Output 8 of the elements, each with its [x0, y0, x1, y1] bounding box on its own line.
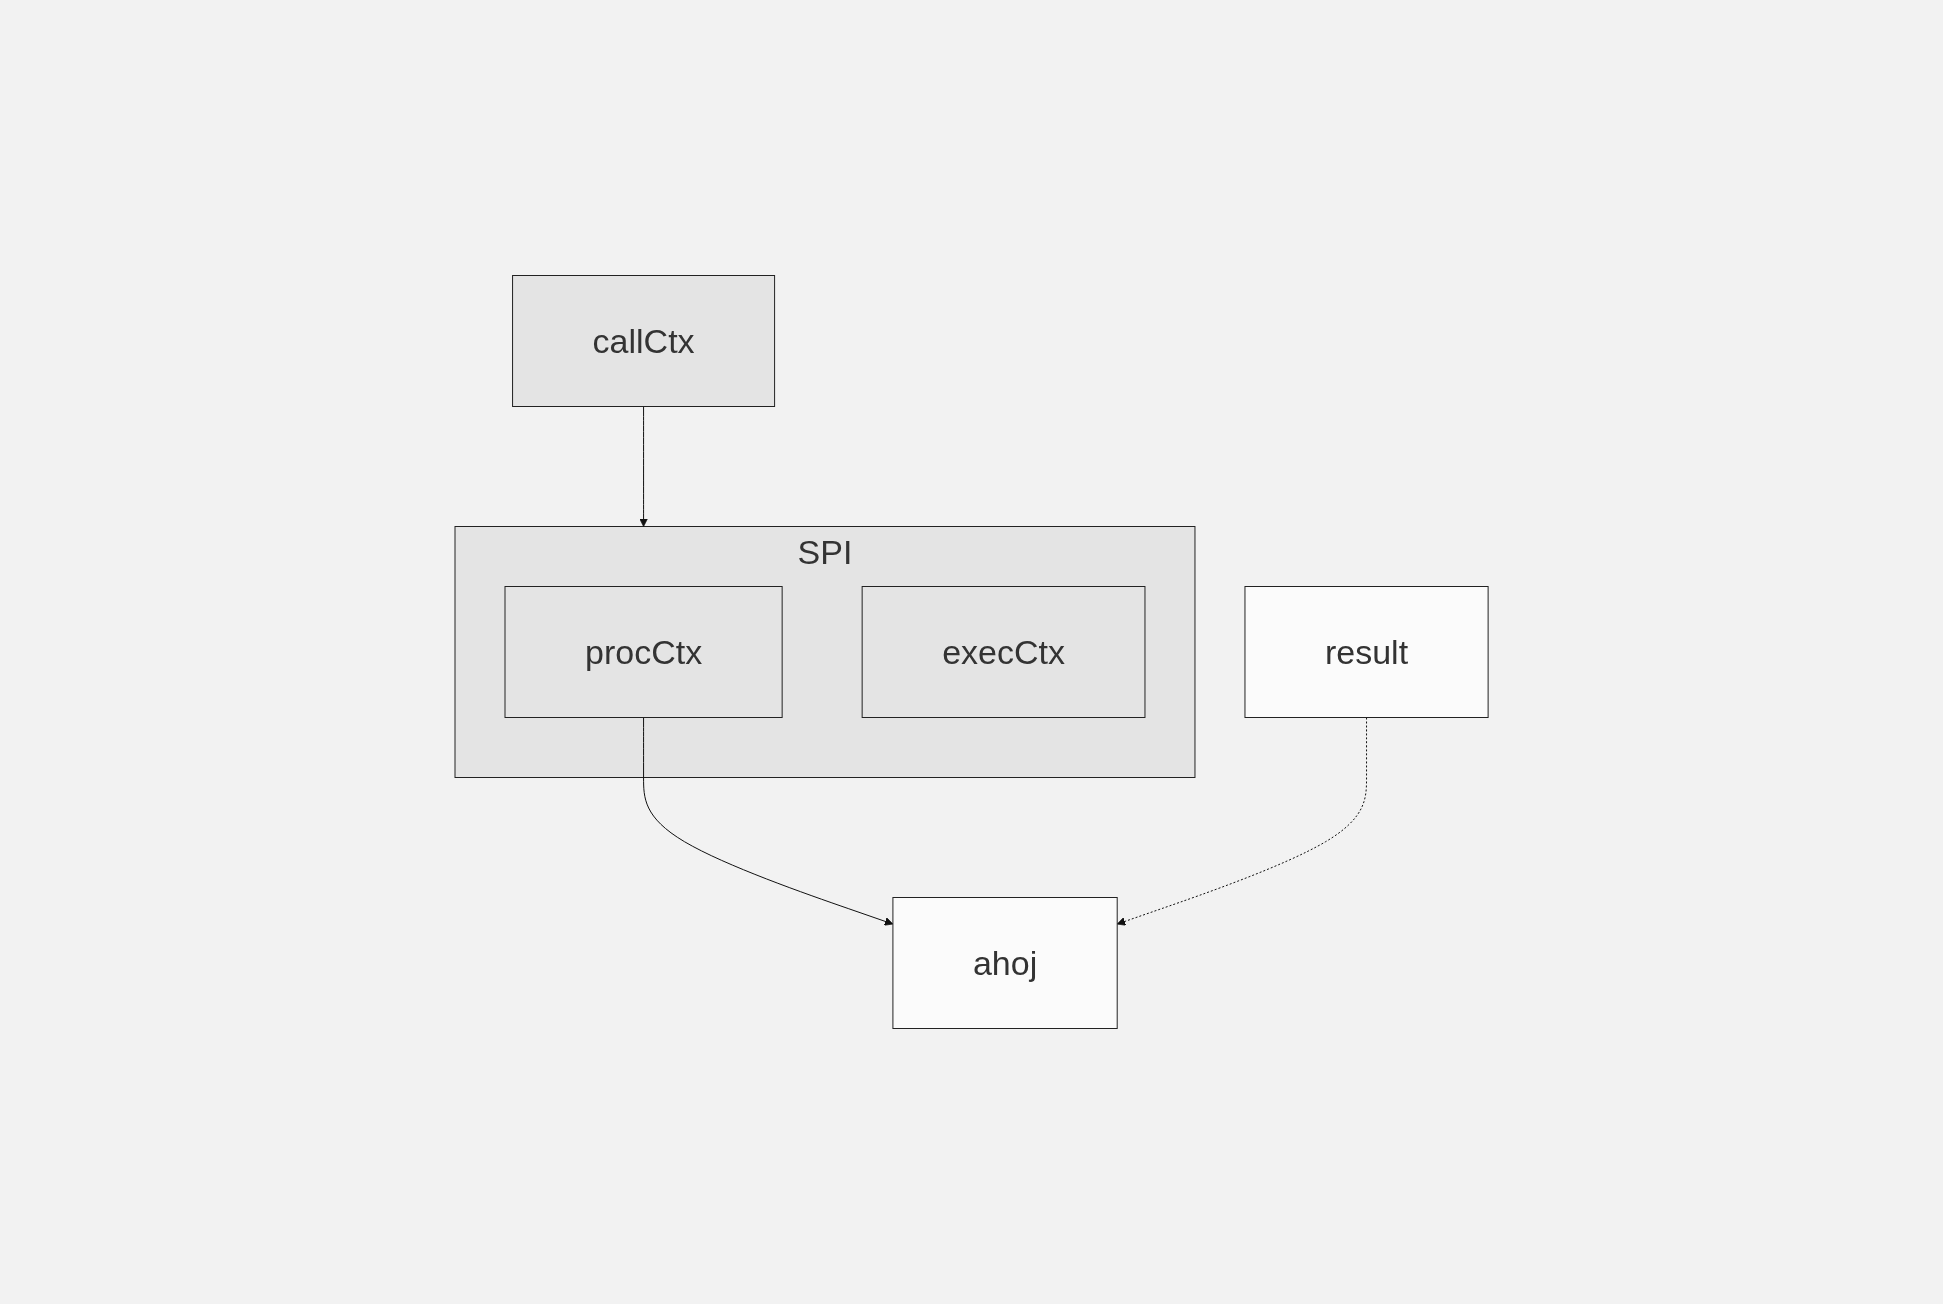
arrow [639, 406, 648, 527]
node-box: procCtx [504, 586, 783, 718]
node-box: execCtx [861, 586, 1146, 718]
arrow [1116, 717, 1367, 926]
node-box: callCtx [512, 275, 775, 407]
node-box: result [1244, 586, 1489, 718]
node-box: ahoj [892, 897, 1118, 1029]
arrow [643, 717, 894, 926]
